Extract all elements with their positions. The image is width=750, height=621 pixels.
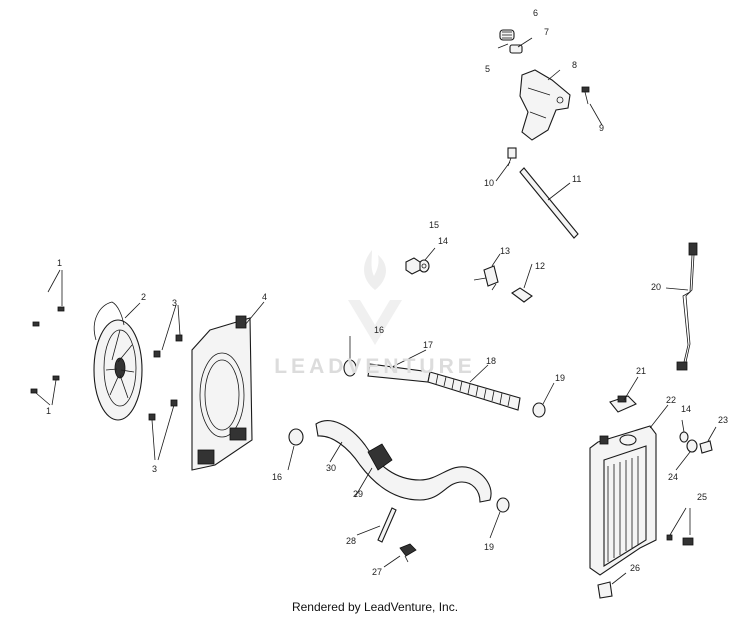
- part-30-lower-hose[interactable]: [315, 420, 492, 503]
- callout-25: 25: [697, 492, 707, 502]
- callout-27: 27: [372, 567, 382, 577]
- part-2-fan[interactable]: [93, 301, 143, 421]
- part-8-filler-neck[interactable]: [519, 69, 571, 141]
- callout-6: 6: [533, 8, 538, 18]
- callout-3-top: 3: [172, 298, 177, 308]
- callout-16-upper: 16: [374, 325, 384, 335]
- callout-8: 8: [572, 60, 577, 70]
- part-12-fitting[interactable]: [511, 287, 533, 303]
- callout-1-top: 1: [57, 258, 62, 268]
- part-26-drain-plug[interactable]: [597, 581, 613, 599]
- callout-28: 28: [346, 536, 356, 546]
- callout-24: 24: [668, 472, 678, 482]
- part-21-radiator-cap[interactable]: [609, 395, 637, 413]
- callout-15: 15: [429, 220, 439, 230]
- callout-3-bottom: 3: [152, 464, 157, 474]
- callout-19-upper: 19: [555, 373, 565, 383]
- callout-1-bottom: 1: [46, 406, 51, 416]
- footer-credit: Rendered by LeadVenture, Inc.: [291, 600, 459, 614]
- part-15-nut[interactable]: [405, 257, 421, 275]
- part-1-screws[interactable]: [30, 269, 65, 406]
- callout-19-lower: 19: [484, 542, 494, 552]
- callout-18: 18: [486, 356, 496, 366]
- callout-labels: 1 1 2 3 3 4 5 6 7 8 9 10 11 12 13 14 14 …: [46, 8, 728, 577]
- callout-2: 2: [141, 292, 146, 302]
- part-13-fitting[interactable]: [473, 265, 499, 291]
- callout-17: 17: [423, 340, 433, 350]
- watermark-logo: [348, 250, 402, 345]
- callout-26: 26: [630, 563, 640, 573]
- callout-9: 9: [599, 123, 604, 133]
- part-29-hose-sleeve[interactable]: [367, 443, 393, 471]
- callout-7: 7: [544, 27, 549, 37]
- part-18-bellows-hose[interactable]: [427, 371, 521, 411]
- part-14-washer-lower[interactable]: [679, 431, 689, 443]
- part-22-radiator[interactable]: [589, 425, 657, 576]
- callout-14-lower: 14: [681, 404, 691, 414]
- part-19-clamp-lower[interactable]: [496, 497, 510, 513]
- part-23-bolt[interactable]: [699, 440, 713, 454]
- callout-11: 11: [572, 174, 581, 184]
- callout-4: 4: [262, 292, 267, 302]
- part-16-clamp-lower[interactable]: [288, 428, 304, 446]
- part-28-strap[interactable]: [377, 507, 397, 543]
- part-5-6-7-cap-assembly[interactable]: [497, 29, 523, 54]
- callout-13: 13: [500, 246, 510, 256]
- callout-10: 10: [484, 178, 494, 188]
- part-20-wire-harness[interactable]: [676, 242, 698, 371]
- part-24-washer[interactable]: [686, 439, 698, 453]
- callout-12: 12: [535, 261, 545, 271]
- part-4-shroud[interactable]: [191, 315, 253, 471]
- part-3-clips[interactable]: [148, 304, 183, 461]
- callout-14-upper: 14: [438, 236, 448, 246]
- part-9-screw[interactable]: [581, 86, 590, 105]
- part-25-clips[interactable]: [666, 507, 694, 546]
- part-19-clamp-upper[interactable]: [532, 402, 546, 418]
- watermark-text: LEADVENTURE: [274, 355, 476, 378]
- part-14-washer-upper[interactable]: [418, 259, 430, 273]
- part-11-vent-hose[interactable]: [519, 167, 579, 239]
- callout-16-lower: 16: [272, 472, 282, 482]
- callout-5: 5: [485, 64, 490, 74]
- callout-22: 22: [666, 395, 676, 405]
- part-27-fastener[interactable]: [399, 543, 417, 563]
- callout-30: 30: [326, 463, 336, 473]
- callout-20: 20: [651, 282, 661, 292]
- callout-21: 21: [636, 366, 646, 376]
- callout-23: 23: [718, 415, 728, 425]
- leader-lines: [124, 37, 717, 585]
- callout-29: 29: [353, 489, 363, 499]
